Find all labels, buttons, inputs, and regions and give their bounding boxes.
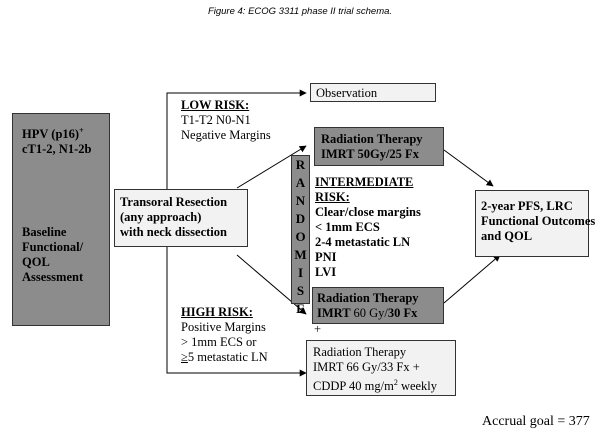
- stage-line: cT1-2, N1-2b: [22, 142, 92, 157]
- intermediate-risk-label: INTERMEDIATE RISK: Clear/close margins <…: [315, 175, 421, 279]
- arrow-to-rt66: [166, 246, 307, 377]
- baseline-assessment-text: Baseline Functional/ QOL Assessment: [22, 225, 84, 284]
- randomise-box: R A N D O M I S E: [291, 155, 310, 316]
- accrual-goal: Accrual goal = 377: [482, 414, 590, 429]
- arrow-to-rt50: [236, 145, 307, 189]
- rt-60-plus: +: [314, 322, 322, 336]
- rt-66gy-box: Radiation Therapy IMRT 66 Gy/33 Fx + CDD…: [306, 340, 456, 396]
- hpv-line: HPV (p16)+: [22, 126, 84, 142]
- rt-50gy-box: Radiation Therapy IMRT 50Gy/25 Fx: [314, 127, 444, 166]
- arrow-to-rt60: [236, 254, 307, 315]
- outcomes-box: 2-year PFS, LRC Functional Outcomes and …: [475, 190, 595, 257]
- rt-60gy-box: Radiation Therapy IMRT 60 Gy/30 Fx: [312, 287, 444, 324]
- high-risk-label: HIGH RISK: Positive Margins > 1mm ECS or…: [181, 305, 268, 364]
- low-risk-label: LOW RISK: T1-T2 N0-N1 Negative Margins: [181, 98, 271, 142]
- baseline-box: HPV (p16)+ cT1-2, N1-2b Baseline Functio…: [12, 113, 110, 326]
- transoral-resection-box: Transoral Resection (any approach) with …: [114, 189, 248, 247]
- arrow-to-observation: [166, 89, 307, 190]
- arrow-rt50-to-outcomes: [443, 149, 494, 187]
- figure-caption: Figure 4: ECOG 3311 phase II trial schem…: [207, 6, 393, 17]
- observation-box: Observation: [310, 83, 436, 102]
- arrow-rt60-to-outcomes: [443, 254, 501, 304]
